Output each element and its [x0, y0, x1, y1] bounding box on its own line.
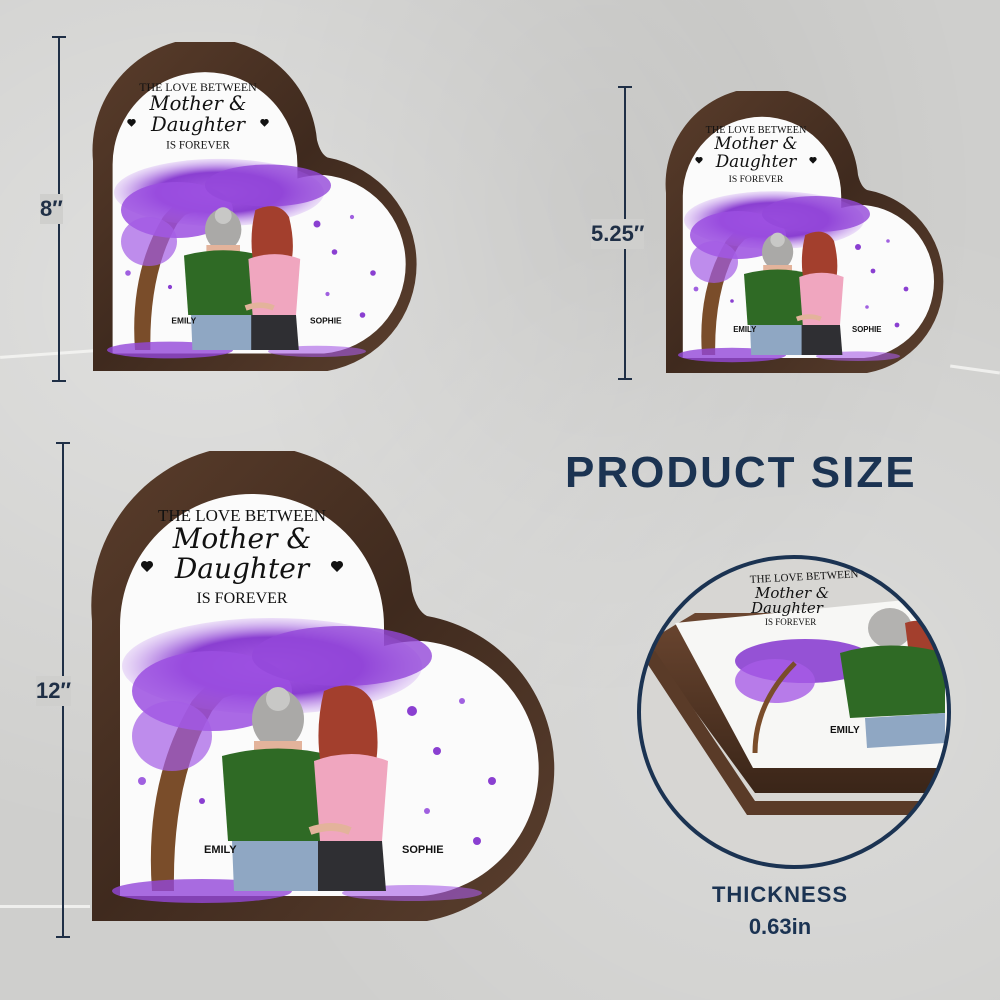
closeup-art: THE LOVE BETWEEN Mother & Daughter IS FO…: [637, 555, 951, 869]
name-left: EMILY: [204, 844, 237, 856]
heart-plaque-medium: THE LOVE BETWEEN Mother & Daughter IS FO…: [86, 36, 436, 384]
heart-plaque-medium-art: THE LOVE BETWEEN Mother & Daughter IS FO…: [86, 36, 436, 384]
thickness-caption: THICKNESS 0.63in: [680, 882, 880, 940]
heart-plaque-small-art: THE LOVE BETWEEN Mother & Daughter IS FO…: [660, 88, 960, 382]
heart-plaque-large-art: THE LOVE BETWEEN Mother & Daughter IS FO…: [82, 442, 582, 940]
name-left: EMILY: [733, 325, 757, 334]
plaque-line1: THE LOVE BETWEEN: [706, 125, 807, 136]
name-left: EMILY: [171, 315, 196, 325]
plaque-line2: Mother &: [713, 133, 797, 153]
heart-plaque-small: THE LOVE BETWEEN Mother & Daughter IS FO…: [660, 88, 960, 382]
size-label-medium: 8″: [40, 194, 63, 224]
plaque-line4: IS FOREVER: [729, 174, 784, 185]
closeup-line4: IS FOREVER: [765, 617, 816, 627]
closeup-name: EMILY: [830, 725, 860, 736]
size-label-small: 5.25″: [591, 219, 645, 249]
name-right: SOPHIE: [402, 844, 444, 856]
plaque-line4: IS FOREVER: [196, 590, 287, 607]
closeup-line3: Daughter: [750, 599, 824, 617]
closeup-line1: THE LOVE BETWEEN: [750, 568, 859, 586]
plaque-line1: THE LOVE BETWEEN: [139, 80, 257, 94]
thickness-label: THICKNESS: [711, 882, 849, 907]
plaque-line2: Mother &: [149, 92, 247, 115]
thickness-value: 0.63in: [748, 914, 812, 939]
product-size-heading: PRODUCT SIZE: [565, 448, 917, 497]
plaque-line1: THE LOVE BETWEEN: [158, 506, 326, 525]
heart-plaque-large: THE LOVE BETWEEN Mother & Daughter IS FO…: [82, 442, 582, 940]
size-label-large: 12″: [36, 676, 72, 706]
plaque-line3: Daughter: [150, 113, 247, 136]
plaque-line2: Mother &: [172, 522, 312, 555]
plaque-line3: Daughter: [174, 552, 311, 585]
name-right: SOPHIE: [852, 325, 881, 334]
closeup-line2: Mother &: [754, 584, 829, 602]
name-right: SOPHIE: [310, 315, 342, 325]
plaque-line3: Daughter: [715, 151, 798, 171]
thickness-closeup: THE LOVE BETWEEN Mother & Daughter IS FO…: [635, 553, 953, 871]
plaque-line4: IS FOREVER: [166, 139, 230, 151]
cable: [0, 905, 90, 908]
